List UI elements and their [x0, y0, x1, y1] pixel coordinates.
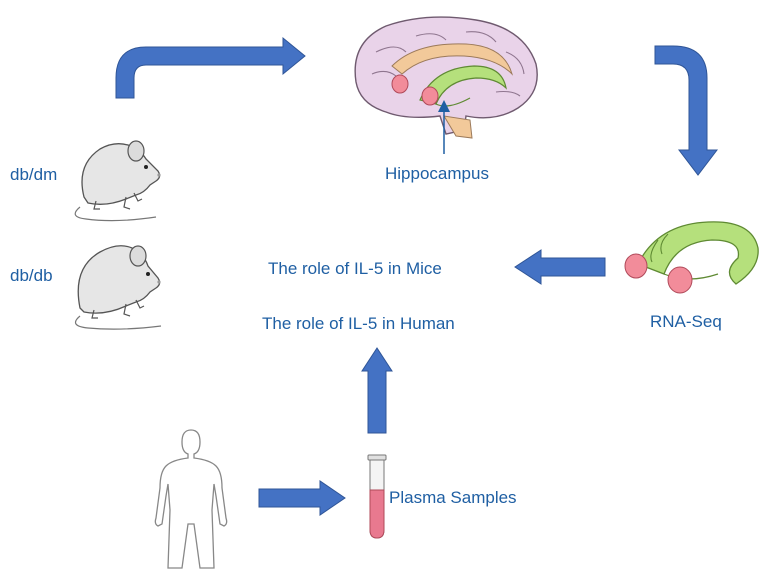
hippocampus-icon	[624, 221, 759, 294]
test-tube-icon	[367, 454, 387, 539]
arrow-human-to-plasma	[258, 480, 346, 516]
hippocampus-icon	[391, 65, 507, 107]
hippocampus-label: Hippocampus	[385, 164, 489, 183]
human-body-icon	[154, 429, 228, 569]
diabetic-mouse-label: db/db	[10, 266, 53, 285]
role-mice-text: The role of IL-5 in Mice	[268, 259, 442, 278]
mouse-icon	[74, 245, 162, 330]
arrow-plasma-to-role	[361, 347, 393, 434]
control-mouse-label: db/dm	[10, 165, 58, 184]
mouse-icon	[74, 140, 161, 222]
arrow-brain-to-rnaseq	[654, 45, 719, 176]
rnaseq-label: RNA-Seq	[650, 312, 722, 331]
arrow-rnaseq-to-role	[514, 249, 606, 285]
role-human-text: The role of IL-5 in Human	[262, 314, 455, 333]
plasma-label: Plasma Samples	[389, 488, 517, 507]
arrow-mice-to-brain-band	[115, 36, 306, 99]
hippocampus-pointer	[438, 100, 450, 154]
